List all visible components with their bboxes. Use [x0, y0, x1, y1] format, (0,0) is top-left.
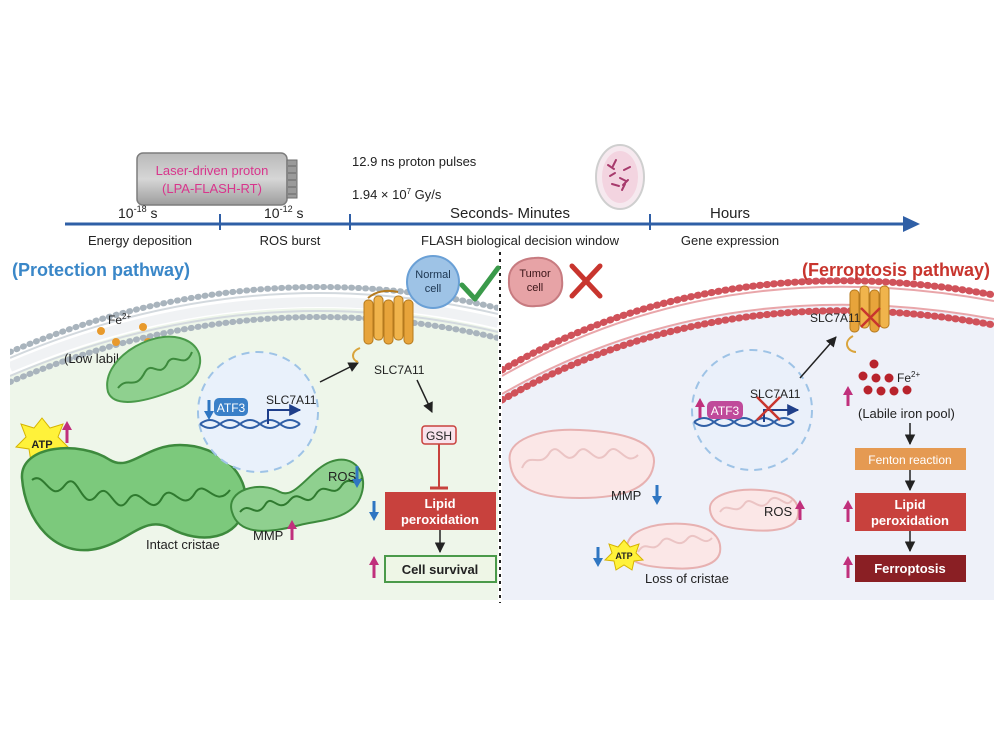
up-arrow-icon: [369, 556, 379, 578]
up-arrow-icon: [287, 520, 297, 540]
nucleus-right: [691, 349, 813, 471]
up-arrow-icon: [62, 421, 72, 443]
dna-helix-right: [693, 417, 795, 427]
tumor-cell-icon: Tumor cell: [507, 256, 564, 308]
ferroptosis-box: [855, 555, 966, 582]
ros-label-right: ROS: [764, 504, 793, 519]
fenton-box: [855, 448, 966, 470]
up-arrow-icon: [843, 500, 853, 522]
atf3-label-left: ATF3: [217, 401, 246, 415]
svg-text:ATP: ATP: [615, 551, 632, 561]
atf3-badge-left: [214, 398, 248, 416]
transcription-arrow-left: [267, 404, 302, 424]
up-arrow-icon: [843, 556, 853, 578]
transcription-arrow-right: [763, 404, 800, 422]
left-membrane-inner: [10, 314, 498, 385]
lipid-label-left-1: Lipid: [424, 496, 455, 511]
gsh-label: GSH: [426, 429, 452, 443]
time-t3: Seconds- Minutes: [450, 205, 570, 222]
normal-cell-icon: Normal cell: [406, 255, 460, 309]
check-icon: [459, 265, 501, 302]
svg-text:Normal: Normal: [415, 269, 450, 281]
down-arrow-icon: [652, 485, 662, 505]
mitochondrion-damaged-small: [708, 488, 800, 532]
left-title: (Protection pathway): [12, 260, 190, 280]
intact-cristae-label: Intact cristae: [146, 537, 220, 552]
ros-label-left: ROS: [328, 469, 357, 484]
atf3-badge-right: [707, 401, 743, 419]
time-t4: Hours: [710, 205, 750, 222]
nucleus-left: [197, 351, 319, 473]
phase-ros: ROS burst: [260, 233, 321, 248]
source-label-line1: Laser-driven proton: [156, 163, 269, 178]
down-arrow-icon: [369, 501, 379, 521]
time-t2: 10-12 s: [264, 204, 303, 221]
up-arrow-icon: [695, 398, 705, 418]
pulse-label: 12.9 ns proton pulses: [352, 154, 477, 169]
arrow-nucleus-to-membrane-right: [799, 336, 837, 379]
lipid-peroxidation-box-left: [385, 492, 496, 530]
svg-text:Tumor: Tumor: [519, 268, 551, 280]
svg-text:ATP: ATP: [31, 439, 52, 451]
right-membrane-inner: [502, 307, 994, 404]
cross-icon: [569, 263, 603, 299]
arrow-nucleus-to-membrane-left: [319, 362, 359, 383]
phase-flash: FLASH biological decision window: [421, 233, 620, 248]
mitochondrion-small-left: [106, 335, 201, 403]
phase-gene: Gene expression: [681, 233, 779, 248]
mitochondrion-damaged-bottom: [625, 522, 722, 570]
lipid-peroxidation-box-right: [855, 493, 966, 531]
lipid-label-left-2: peroxidation: [401, 512, 479, 527]
mmp-label-left: MMP: [253, 528, 283, 543]
down-arrow-icon: [593, 547, 603, 567]
slc7a11-transporter-left: [352, 289, 414, 363]
up-arrow-icon: [795, 500, 805, 520]
slc7a11-transporter-right: [846, 285, 890, 353]
right-membrane-outer: [502, 277, 994, 374]
slc-protein-label-right: SLC7A11: [810, 311, 861, 325]
mmp-label-right: MMP: [611, 488, 641, 503]
arrow-slc-to-gsh: [416, 379, 433, 413]
fe-label-right: Fe2+: [897, 370, 920, 385]
fe-labile-dots: [858, 359, 912, 396]
up-arrow-icon: [843, 386, 853, 406]
petri-dish-icon: [595, 144, 645, 210]
labile-iron-label: (Labile iron pool): [858, 406, 955, 421]
loss-cristae-label: Loss of cristae: [645, 571, 729, 586]
cell-survival-box: [384, 555, 497, 583]
atp-star-right: ATP: [603, 539, 645, 571]
right-title: (Ferroptosis pathway): [802, 260, 990, 280]
svg-text:cell: cell: [527, 282, 544, 294]
source-label-line2: (LPA-FLASH-RT): [162, 181, 262, 196]
time-t1: 10-18 s: [118, 204, 157, 221]
slc-protein-label-left: SLC7A11: [374, 363, 425, 377]
cross-icon: [860, 307, 881, 328]
cross-icon: [756, 396, 781, 421]
atf3-label-right: ATF3: [711, 404, 740, 418]
fe-label-left: Fe2+: [108, 312, 131, 327]
timeline: 10-18 s 10-12 s Seconds- Minutes Hours E…: [65, 204, 920, 248]
svg-text:cell: cell: [425, 283, 442, 295]
slc-gene-label-right: SLC7A11: [750, 387, 801, 401]
cell-survival-label: Cell survival: [402, 562, 479, 577]
slc-gene-label-left: SLC7A11: [266, 393, 317, 407]
lipid-label-right-1: Lipid: [894, 497, 925, 512]
ferroptosis-label: Ferroptosis: [874, 561, 946, 576]
dose-rate-label: 1.94 × 107 Gy/s: [352, 187, 442, 202]
mitochondrion-damaged-large: [508, 428, 656, 500]
fenton-label: Fenton reaction: [868, 453, 951, 467]
proton-source: Laser-driven proton (LPA-FLASH-RT): [136, 152, 298, 206]
lipid-label-right-2: peroxidation: [871, 513, 949, 528]
dna-helix-left: [199, 419, 301, 429]
down-arrow-icon: [204, 400, 214, 420]
down-arrow-icon: [352, 466, 362, 488]
phase-energy: Energy deposition: [88, 233, 192, 248]
